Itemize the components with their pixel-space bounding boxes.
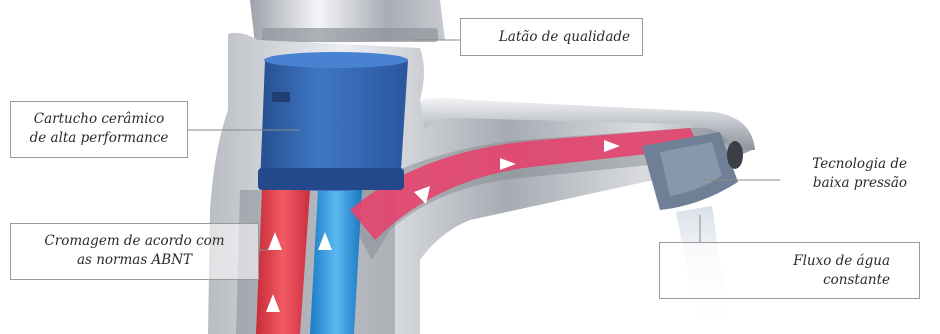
callout-fluxo-line1: Fluxo de água (660, 252, 890, 271)
cap-ring (262, 28, 438, 42)
callout-latao-de-qualidade: Latão de qualidade (460, 18, 643, 56)
callout-fluxo-de-agua: Fluxo de água constante (659, 242, 920, 299)
cartridge-slot (272, 92, 290, 102)
callout-cartucho-line2: de alta performance (11, 129, 187, 148)
callout-latao-text: Latão de qualidade (461, 28, 630, 47)
callout-cartucho-line1: Cartucho cerâmico (11, 110, 187, 129)
cartridge-top (264, 52, 408, 68)
callout-cromagem: Cromagem de acordo com as normas ABNT (10, 223, 259, 280)
callout-tecnologia-baixa-pressao: Tecnologia de baixa pressão (692, 152, 920, 209)
callout-fluxo-line2: constante (660, 271, 890, 290)
callout-tecnologia-line1: Tecnologia de (692, 155, 907, 174)
callout-cromagem-line1: Cromagem de acordo com (11, 232, 258, 251)
callout-cartucho-ceramico: Cartucho cerâmico de alta performance (10, 101, 188, 158)
cartridge-base (258, 168, 404, 190)
callout-tecnologia-line2: baixa pressão (692, 174, 907, 193)
callout-cromagem-line2: as normas ABNT (11, 251, 258, 270)
